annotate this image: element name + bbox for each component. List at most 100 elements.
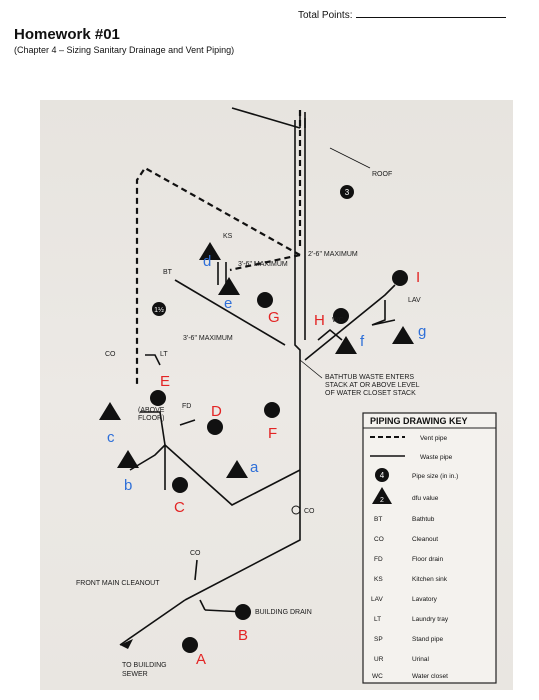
piping-drawing-key: PIPING DRAWING KEY Vent pipe Waste pipe … [362, 412, 497, 684]
annotation-D: D [211, 403, 222, 420]
dot-A [182, 637, 198, 653]
key-label-dfu: dfu value [412, 495, 439, 502]
dot-D [207, 419, 223, 435]
label-max-2-6: 2'-6" MAXIMUM [308, 251, 358, 258]
vent-to-ks [229, 253, 301, 272]
vent-left-loop [135, 166, 301, 385]
label-bathtub-note-2: STACK AT OR ABOVE LEVEL [325, 382, 420, 389]
key-label-ur: Urinal [412, 656, 430, 663]
annotation-d: d [203, 253, 211, 270]
annotation-A: A [196, 651, 206, 668]
upper-right-branch [304, 284, 396, 361]
pipe-size-marker-1-5: 1½ [152, 302, 166, 316]
label-co-low: CO [190, 550, 201, 557]
label-front-main-cleanout: FRONT MAIN CLEANOUT [76, 580, 160, 587]
annotation-E: E [160, 373, 170, 390]
annotation-B: B [238, 627, 248, 644]
annotation-b: b [124, 477, 132, 494]
fd-trap [179, 419, 196, 426]
annotation-a: a [250, 459, 259, 476]
key-symbol-lav: LAV [371, 596, 383, 603]
key-symbol-pipe-size: 4 [380, 471, 385, 480]
pipe-size-3-label: 3 [345, 188, 350, 197]
above-floor-branch [140, 411, 166, 446]
annotation-g: g [418, 323, 426, 340]
key-label-vent: Vent pipe [420, 435, 447, 442]
label-fd: FD [182, 403, 191, 410]
label-bathtub-note-3: OF WATER CLOSET STACK [325, 390, 416, 397]
label-max-3-6-lower: 3'-6" MAXIMUM [183, 335, 233, 342]
front-cleanout-riser [194, 559, 198, 581]
triangle-c [99, 402, 121, 420]
label-co-mid: CO [304, 508, 315, 515]
annotation-C: C [174, 499, 185, 516]
label-lt: LT [160, 351, 168, 358]
label-ks: KS [223, 233, 233, 240]
key-symbol-bt: BT [374, 516, 382, 523]
label-above-floor-2: FLOOR) [138, 415, 164, 422]
dot-B [235, 604, 251, 620]
ks-branch [217, 262, 227, 285]
homework-subtitle: (Chapter 4 – Sizing Sanitary Drainage an… [14, 45, 235, 55]
annotation-F: F [268, 425, 277, 442]
key-symbol-dfu: 2 [380, 497, 384, 504]
annotation-f: f [360, 333, 365, 350]
label-to-building-2: SEWER [122, 671, 148, 678]
label-co-left: CO [105, 351, 116, 358]
main-stack [184, 120, 301, 601]
key-label-wc: Water closet [412, 673, 448, 680]
triangle-a [226, 460, 248, 478]
cleanout-icon [291, 505, 301, 515]
key-label-waste: Waste pipe [420, 454, 453, 461]
wc-fixture [317, 328, 343, 341]
label-roof: ROOF [372, 171, 392, 178]
key-symbol-ks: KS [374, 576, 383, 583]
annotation-I: I [416, 269, 420, 286]
label-bt: BT [163, 269, 173, 276]
pipe-size-blanks [150, 270, 408, 653]
key-symbol-co: CO [374, 536, 384, 543]
total-points: Total Points: [298, 8, 507, 21]
key-symbol-sp: SP [374, 636, 383, 643]
key-dfu-symbol [372, 487, 392, 504]
label-building-drain: BUILDING DRAIN [255, 609, 312, 616]
key-symbol-wc: WC [372, 673, 383, 680]
waste-pipes [119, 107, 396, 646]
dot-C [172, 477, 188, 493]
key-title: PIPING DRAWING KEY [370, 416, 468, 426]
annotation-e: e [224, 295, 232, 312]
dot-I [392, 270, 408, 286]
dot-H [333, 308, 349, 324]
key-symbol-fd: FD [374, 556, 383, 563]
piping-diagram: 3 1½ A B C D E F G H I a b c d e f g [76, 107, 497, 684]
key-label-lav: Lavatory [412, 596, 438, 603]
label-max-3-6-upper: 3'-6" MAXIMUM [238, 261, 288, 268]
total-points-blank [356, 8, 507, 18]
label-lav: LAV [408, 297, 421, 304]
building-drain-lower [119, 599, 186, 646]
key-label-bt: Bathtub [412, 516, 435, 523]
key-label-co: Cleanout [412, 536, 438, 543]
annotation-c: c [107, 429, 115, 446]
label-wc: WC [332, 317, 344, 324]
label-to-building-1: TO BUILDING [122, 662, 167, 669]
triangle-f [335, 336, 357, 354]
homework-title: Homework #01 [14, 26, 120, 43]
key-pipe-size-symbol [375, 468, 389, 482]
key-label-fd: Floor drain [412, 556, 443, 563]
pipe-size-1-5-label: 1½ [154, 306, 164, 314]
key-label-lt: Laundry tray [412, 616, 449, 623]
vent-pipes [135, 110, 302, 385]
roof-line [231, 107, 301, 129]
label-bathtub-note-1: BATHTUB WASTE ENTERS [325, 374, 414, 381]
triangle-b [117, 450, 139, 468]
pipe-size-marker-3: 3 [340, 185, 354, 199]
dot-E [150, 390, 166, 406]
key-label-ks: Kitchen sink [412, 576, 448, 583]
annotation-G: G [268, 309, 280, 326]
lav-trap [371, 300, 396, 326]
label-above-floor-1: (ABOVE [138, 407, 165, 414]
dot-F [264, 402, 280, 418]
annotation-H: H [314, 312, 325, 329]
triangle-g [392, 326, 414, 344]
